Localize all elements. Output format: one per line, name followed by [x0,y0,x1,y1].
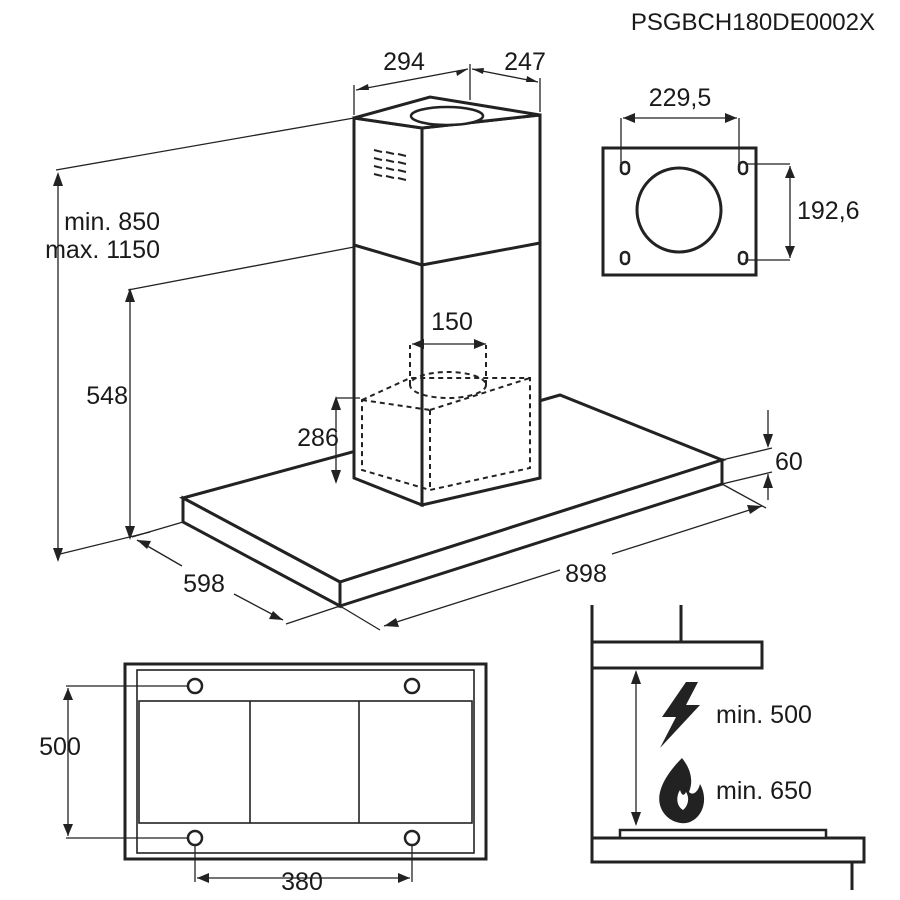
bracket-slot-icon [619,160,749,266]
lower-chimney-label: 548 [86,382,128,410]
mount-spacing-width-label: 380 [281,868,323,896]
vent-grille-icon [373,149,407,181]
height-max-label: max. 1150 [45,236,160,264]
bracket-height-label: 192,6 [797,197,860,225]
dim-chimney-top [353,64,541,115]
product-code: PSGBCH180DE0002X [631,9,875,36]
chimney-width-label: 294 [383,48,425,76]
dim-lower-chimney [125,246,355,540]
mount-spacing-depth-label: 500 [39,733,81,761]
motor-box [361,345,531,492]
height-min-label: min. 850 [64,208,160,236]
electric-clearance-label: min. 500 [716,701,812,729]
clearance-view [590,605,866,890]
canopy-depth-label: 598 [183,570,225,598]
bracket-width-label: 229,5 [649,84,712,112]
chimney-depth-label: 247 [504,48,546,76]
motor-height-label: 286 [297,424,339,452]
electric-hob-icon [660,682,700,748]
dim-total-height [53,117,355,562]
bracket-duct-hole [635,166,723,254]
dim-motor [331,396,360,484]
canopy-thickness-label: 60 [775,448,803,476]
hood-drawing [178,95,727,609]
dim-duct [412,339,486,349]
chimney-top-opening [409,105,485,127]
bracket-drawing [601,113,795,277]
gas-clearance-label: min. 650 [716,777,812,805]
dim-canopy-width [339,483,767,631]
gas-flame-icon [659,758,705,824]
underside-view [63,662,488,883]
canopy-width-label: 898 [565,560,607,588]
duct-diameter-label: 150 [431,308,473,336]
dim-canopy-depth [131,521,341,625]
dim-canopy-thickness [721,410,773,500]
